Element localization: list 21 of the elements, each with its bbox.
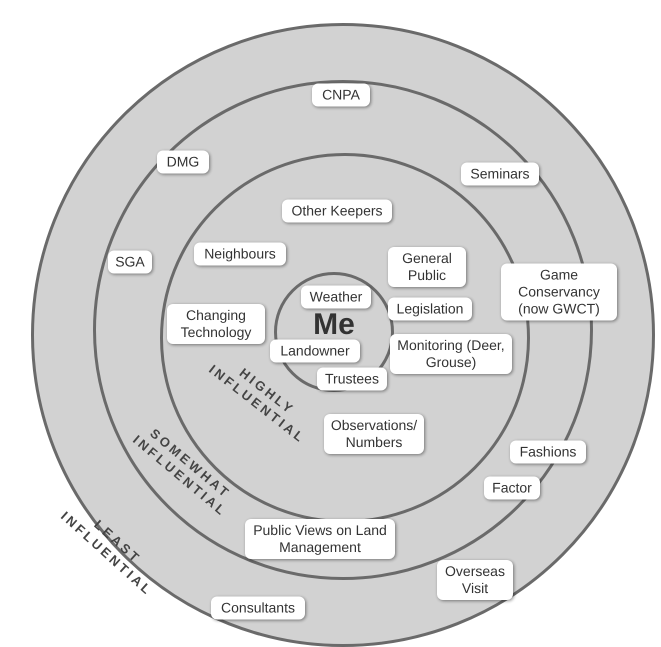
factor-label: SGA — [108, 250, 152, 274]
factor-label: General Public — [388, 247, 466, 287]
factor-label: Overseas Visit — [437, 560, 513, 600]
factor-label: DMG — [157, 150, 209, 174]
factor-label: Game Conservancy (now GWCT) — [501, 264, 617, 320]
factor-label: Landowner — [270, 340, 360, 362]
factor-label: Fashions — [510, 440, 586, 464]
factor-label: Other Keepers — [282, 200, 392, 222]
factor-label: Weather — [301, 286, 371, 308]
factor-label: CNPA — [312, 84, 370, 106]
factor-label: Monitoring (Deer, Grouse) — [390, 334, 512, 374]
factor-label: Factor — [484, 476, 540, 500]
factor-label: Consultants — [211, 596, 305, 620]
factor-label: Legislation — [388, 298, 472, 320]
center-label: Me — [313, 308, 355, 342]
factor-label: Public Views on Land Management — [245, 519, 395, 559]
factor-label: Changing Technology — [167, 304, 265, 344]
factor-label: Neighbours — [194, 242, 286, 266]
factor-label: Seminars — [461, 162, 539, 186]
factor-label: Trustees — [317, 368, 387, 390]
factor-label: Observations/ Numbers — [324, 414, 424, 454]
